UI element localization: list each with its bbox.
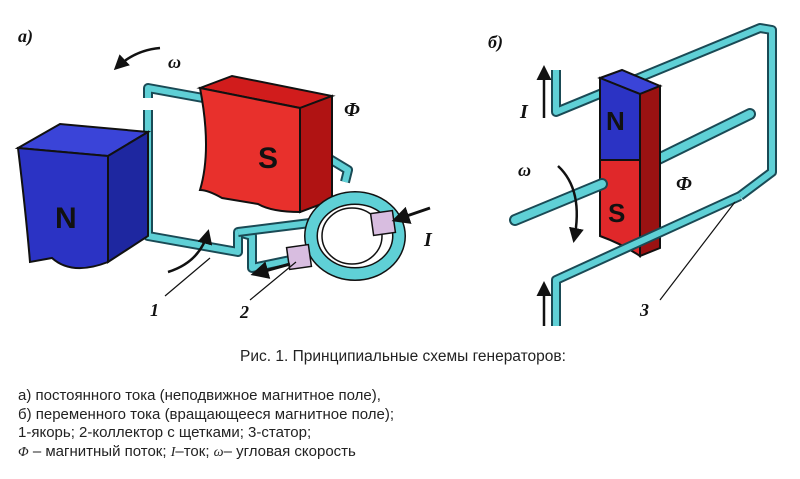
panel-b-current: I [519, 101, 529, 123]
rotor-magnet: N S [597, 68, 663, 258]
n-pole-a: N [55, 202, 77, 235]
callout-3: 3 [639, 300, 649, 320]
panel-a-flux: Φ [344, 99, 360, 121]
n-pole-b: N [606, 106, 625, 136]
current-out-arrow-icon [250, 261, 291, 279]
legend-omega: ω [213, 444, 224, 460]
s-pole-a: S [258, 142, 278, 175]
brush-right [369, 209, 397, 237]
legend-line-4: Φ – магнитный поток; I–ток; ω– угловая с… [18, 443, 394, 463]
legend-current-text: –ток; [175, 442, 214, 460]
south-magnet-a: S [196, 74, 336, 214]
stator-winding-back [551, 23, 777, 200]
brush-left [285, 243, 313, 271]
legend-flux-text: – магнитный поток; [28, 442, 171, 460]
figure-caption: Рис. 1. Принципиальные схемы генераторов… [240, 348, 566, 365]
current-in-arrow-icon [391, 206, 431, 224]
legend-phi: Φ [18, 444, 29, 460]
generator-diagram: а) ω S Φ N [14, 23, 777, 326]
panel-a-omega: ω [168, 52, 181, 72]
rotation-arrow-icon [113, 46, 161, 71]
callout-2: 2 [239, 302, 249, 322]
panel-b-omega: ω [518, 160, 531, 180]
panel-a-tag: а) [18, 26, 33, 47]
callout-1: 1 [150, 300, 159, 320]
legend-line-3: 1-якорь; 2-коллектор с щетками; 3-статор… [18, 424, 312, 442]
s-pole-b: S [608, 198, 625, 228]
panel-a-current: I [423, 229, 433, 251]
north-magnet-a: N [14, 122, 152, 269]
legend-line-1: а) постоянного тока (неподвижное магнитн… [18, 387, 381, 404]
legend-omega-text: – угловая скорость [223, 442, 356, 460]
commutator-ring [304, 191, 406, 281]
figure-legend: а) постоянного тока (неподвижное магнитн… [18, 387, 394, 462]
legend-i: I [170, 444, 176, 460]
panel-b-flux: Φ [676, 173, 692, 195]
panel-b-tag: б) [488, 32, 503, 53]
armature-direction-arrow-icon [167, 229, 213, 274]
panel-b: б) N S ω Φ I 3 [488, 23, 777, 326]
panel-a: а) ω S Φ N [14, 26, 433, 322]
rotor-rotation-arrow-icon [557, 165, 584, 243]
legend-line-2: б) переменного тока (вращающееся магнитн… [18, 405, 394, 423]
